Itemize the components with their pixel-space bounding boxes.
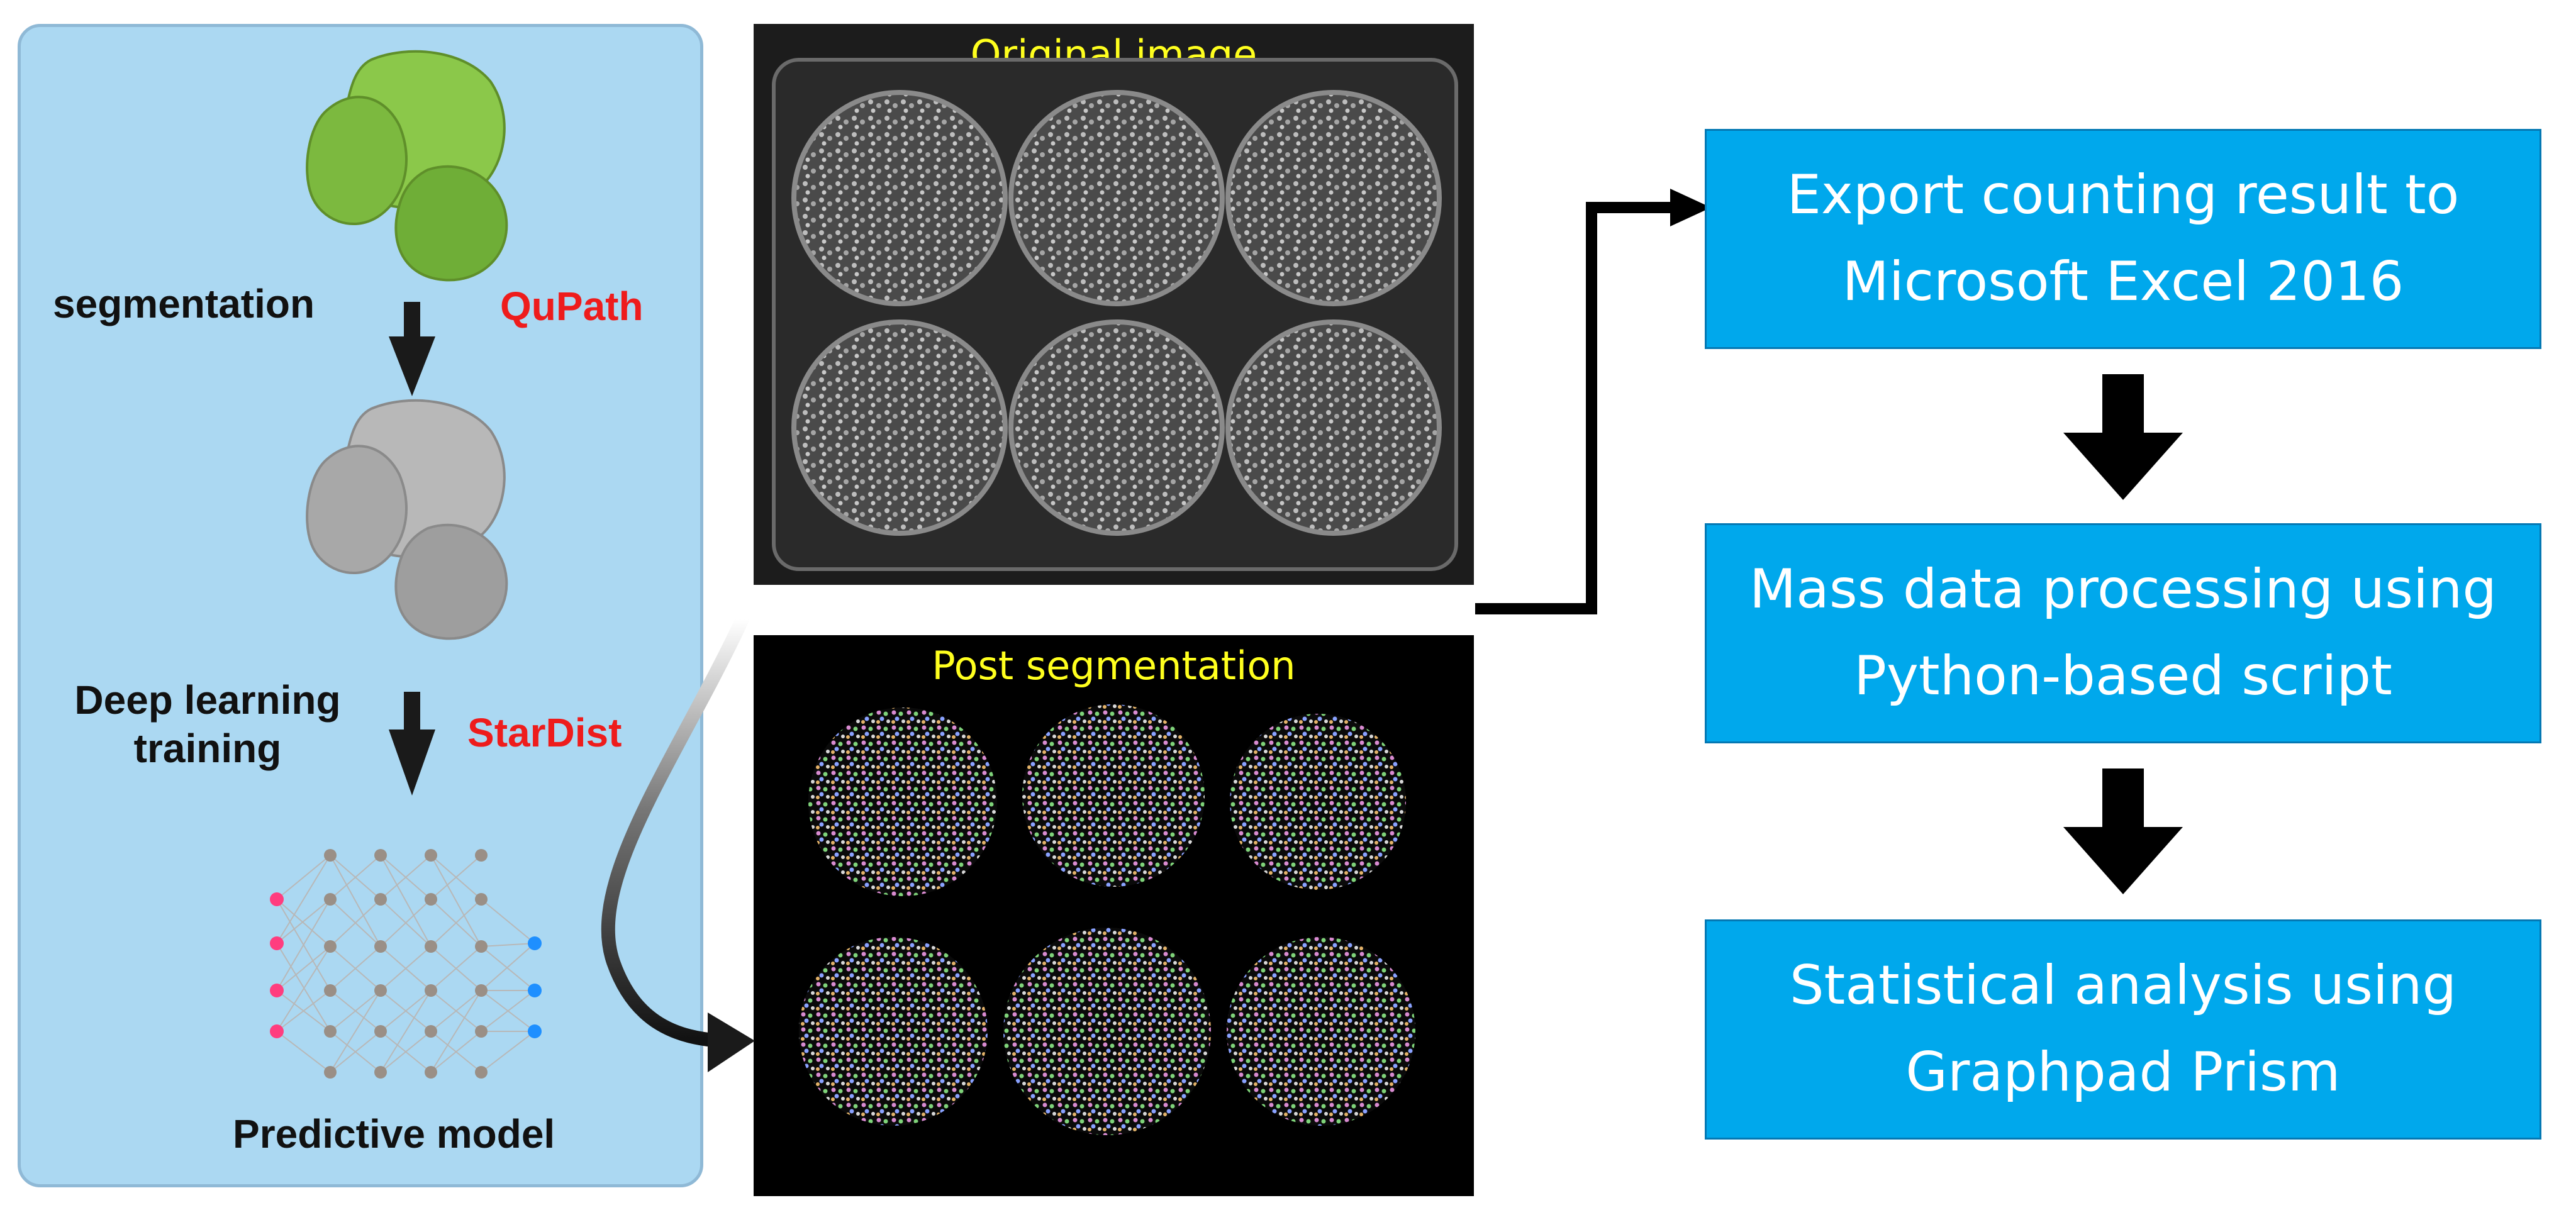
qupath-label: QuPath bbox=[500, 284, 644, 329]
processing-step-text: Mass data processing using Python-based … bbox=[1749, 558, 2497, 707]
arrow-down-icon-2 bbox=[389, 692, 435, 796]
statistics-step-text: Statistical analysis using Graphpad Pris… bbox=[1789, 954, 2457, 1104]
elbow-arrow-connector bbox=[1475, 189, 1711, 614]
flow-arrow-down-icon-1 bbox=[2063, 374, 2183, 500]
deep-learning-label: Deep learning training bbox=[60, 676, 355, 773]
deep-learning-line-2: training bbox=[133, 725, 282, 771]
flow-arrow-down-icon-2 bbox=[2063, 768, 2183, 894]
stardist-label: StarDist bbox=[467, 710, 622, 755]
deep-learning-line-1: Deep learning bbox=[74, 677, 341, 723]
green-cell-icon bbox=[306, 50, 508, 282]
export-step-text: Export counting result to Microsoft Exce… bbox=[1787, 164, 2460, 313]
gray-cell-icon bbox=[306, 399, 508, 640]
segmented-colonies bbox=[799, 704, 1415, 1135]
statistics-step-box: Statistical analysis using Graphpad Pris… bbox=[1705, 919, 2541, 1140]
arrow-down-icon-1 bbox=[389, 302, 435, 396]
neural-network-icon bbox=[276, 855, 535, 1073]
curved-arrow-connector bbox=[601, 613, 755, 1072]
neural-network-nodes bbox=[270, 849, 542, 1079]
processing-step-box: Mass data processing using Python-based … bbox=[1705, 523, 2541, 743]
predictive-model-label: Predictive model bbox=[233, 1111, 555, 1157]
segmentation-label: segmentation bbox=[53, 281, 315, 326]
plate-wells-original bbox=[772, 58, 1458, 571]
post-segmentation-title: Post segmentation bbox=[932, 643, 1296, 689]
export-step-box: Export counting result to Microsoft Exce… bbox=[1705, 129, 2541, 349]
